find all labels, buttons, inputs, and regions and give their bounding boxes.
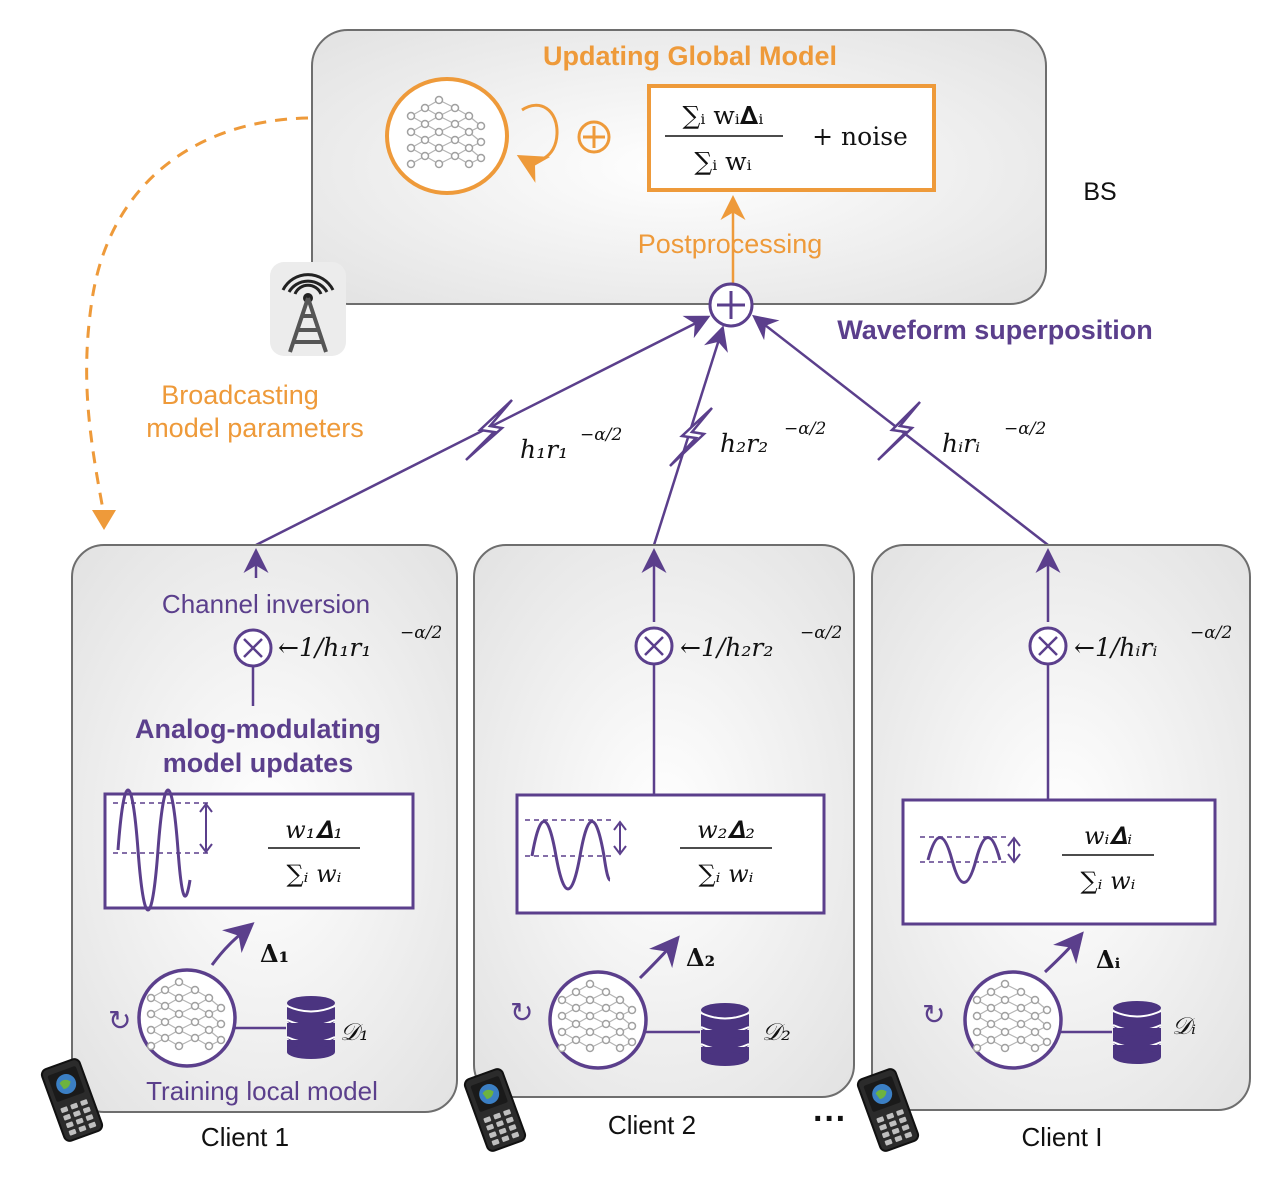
dataset-label-1: 𝒟₁ <box>340 1018 369 1046</box>
update-denominator-3: ∑ᵢ wᵢ <box>1081 867 1136 895</box>
delta-label-1: 𝚫₁ <box>260 939 289 968</box>
client3-label: Client I <box>1022 1122 1103 1152</box>
inversion-exp-3: −α/2 <box>1190 623 1232 643</box>
dataset-icon-1 <box>286 995 336 1060</box>
analog-label-line1: Analog-modulating <box>135 714 381 744</box>
lightning-icon-1 <box>465 399 513 461</box>
update-box-2 <box>515 793 826 915</box>
channel-exp-3: −α/2 <box>1004 419 1046 439</box>
dataset-icon-2 <box>700 1002 750 1067</box>
bs-title: Updating Global Model <box>543 41 837 71</box>
analog-label-line2: model updates <box>163 748 354 778</box>
update-denominator-2: ∑ᵢ wᵢ <box>699 860 754 888</box>
update-numerator-1: w₁𝚫₁ <box>285 816 343 844</box>
dataset-icon-3 <box>1112 1000 1162 1065</box>
ellipsis: ··· <box>813 1100 847 1138</box>
bs-label: BS <box>1083 178 1116 206</box>
broadcast-arrow <box>85 116 309 516</box>
update-denominator-1: ∑ᵢ wᵢ <box>287 860 342 888</box>
inversion-exp-2: −α/2 <box>800 623 842 643</box>
formula-noise: + noise <box>812 122 908 151</box>
waveform-icon-2 <box>525 819 627 891</box>
postprocessing-label: Postprocessing <box>638 229 823 259</box>
waveform-icon-3 <box>920 836 1021 884</box>
channel-label-1: h₁r₁ <box>520 435 568 464</box>
update-box-3 <box>901 798 1217 926</box>
channel-label-2: h₂r₂ <box>720 429 768 458</box>
training-local-model-label: Training local model <box>146 1076 378 1106</box>
broadcast-label-line2: model parameters <box>146 413 364 443</box>
lightning-icon-3 <box>877 401 921 461</box>
client2-label: Client 2 <box>608 1110 696 1140</box>
lightning-icon-2 <box>669 407 713 467</box>
delta-label-2: 𝚫₂ <box>686 943 715 972</box>
waveform-superposition-label: Waveform superposition <box>837 315 1153 345</box>
dataset-label-3: 𝒟ᵢ <box>1172 1012 1196 1040</box>
update-numerator-3: wᵢ𝚫ᵢ <box>1084 822 1132 850</box>
update-loop-icon <box>516 103 559 183</box>
channel-label-3: hᵢrᵢ <box>942 429 980 458</box>
base-station-tower-icon <box>270 262 346 356</box>
update-numerator-2: w₂𝚫₂ <box>697 816 755 844</box>
broadcast-label-line1: Broadcasting <box>161 380 319 410</box>
formula-numerator: ∑ᵢ wᵢ𝚫ᵢ <box>683 101 764 130</box>
uplink-client1 <box>255 315 711 547</box>
inversion-factor-3: ←1/hᵢrᵢ <box>1074 633 1157 662</box>
channel-exp-1: −α/2 <box>580 425 622 445</box>
refresh-icon-2: ↻ <box>510 997 533 1028</box>
waveform-icon-1 <box>113 788 213 912</box>
delta-label-3: 𝚫ᵢ <box>1096 945 1121 974</box>
aggregation-formula-box <box>647 84 936 192</box>
refresh-icon-3: ↻ <box>922 999 945 1030</box>
inversion-factor-1: ←1/h₁r₁ <box>278 633 371 662</box>
plus-icon-orange <box>577 120 611 154</box>
refresh-icon-1: ↻ <box>108 1005 131 1036</box>
channel-exp-2: −α/2 <box>784 419 826 439</box>
client1-label: Client 1 <box>201 1122 289 1152</box>
channel-inversion-label: Channel inversion <box>162 589 370 619</box>
inversion-exp-1: −α/2 <box>400 623 442 643</box>
inversion-factor-2: ←1/h₂r₂ <box>680 633 773 662</box>
dataset-label-2: 𝒟₂ <box>762 1018 791 1046</box>
formula-denominator: ∑ᵢ wᵢ <box>694 147 751 176</box>
update-box-1 <box>103 792 415 910</box>
